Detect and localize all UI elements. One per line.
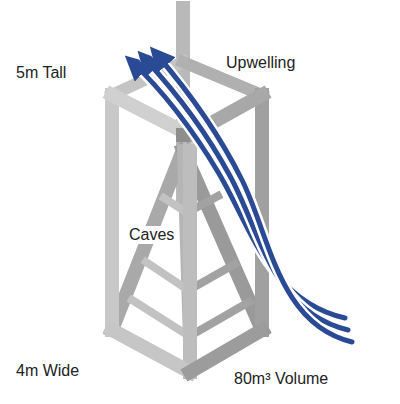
volume-label: 80m³ Volume (234, 370, 328, 388)
flow-label: Upwelling (226, 54, 295, 72)
height-dimension: 5m Tall (16, 64, 66, 82)
part-label: Caves (126, 226, 177, 244)
width-dimension: 4m Wide (16, 362, 79, 380)
upwelling-arrows (132, 54, 352, 342)
